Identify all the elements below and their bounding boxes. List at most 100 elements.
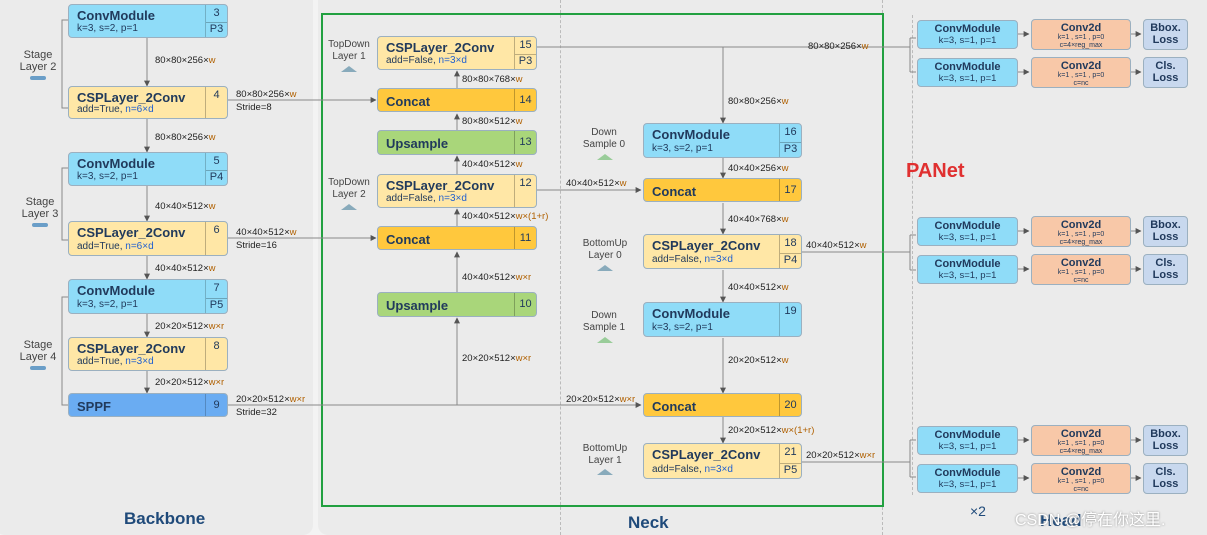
cls-loss: Cls. Loss (1143, 254, 1188, 285)
box-title: CSPLayer_2Conv (77, 90, 186, 105)
shape-text: 20×20×512× (728, 425, 782, 436)
shape-label: 80×80×256×w (728, 96, 789, 107)
box-index: 10 (514, 293, 536, 316)
head-title: ConvModule (934, 429, 1001, 441)
head-sub: k=3, s=1, p=1 (938, 73, 997, 84)
head-sub: k=1 , s=1 , p=0 (1057, 72, 1105, 79)
shape-label: 40×40×256×w (728, 163, 789, 174)
sub-text: add=True, (77, 356, 126, 367)
box-index: 4 (205, 87, 227, 118)
head-sub: c=nc (1073, 486, 1089, 493)
stage-layer-3: Stage Layer 3 (16, 196, 64, 227)
shape-w: w (208, 132, 216, 143)
shape-text: 40×40×512× (462, 159, 516, 170)
loss-label: Bbox. Loss (1150, 428, 1181, 452)
shape-w: w (781, 163, 789, 174)
shape-w: w×r (208, 377, 225, 388)
box-sub: add=False, n=3×d (652, 254, 733, 265)
shape-text: 20×20×512× (236, 394, 290, 405)
box-title: Concat (652, 399, 697, 414)
sub-hl: n=3×d (704, 254, 733, 265)
index-p: P4 (780, 253, 801, 266)
bottomup-layer-0: BottomUp Layer 0 (576, 238, 634, 262)
sub-hl: n=3×d (125, 356, 154, 367)
shape-w: w (289, 89, 297, 100)
neck-concat-14: Concat 14 (377, 88, 537, 112)
shape-text: 20×20×512× (462, 353, 516, 364)
sub-text: add=False, (386, 55, 439, 66)
backbone-csp-8: CSPLayer_2Conv add=True, n=3×d 8 (68, 337, 228, 371)
index-num: 5 (213, 155, 220, 167)
downsample-1: Down Sample 1 (578, 310, 630, 334)
neck-concat-11: Concat 11 (377, 226, 537, 250)
stage-pill (32, 223, 48, 227)
shape-text: 40×40×512× (155, 263, 209, 274)
shape-w: w×r (208, 321, 225, 332)
box-index: 13 (514, 131, 536, 154)
shape-w: w×(1+r) (515, 211, 549, 222)
shape-text: 80×80×512× (462, 116, 516, 127)
shape-w: w (208, 263, 216, 274)
stage-label: Stage Layer 4 (19, 339, 57, 363)
shape-w: w (289, 227, 297, 238)
index-num: 11 (519, 232, 532, 244)
box-sub: k=3, s=2, p=1 (652, 143, 713, 154)
index-num: 18 (784, 237, 797, 249)
sub-hl: n=3×d (704, 464, 733, 475)
shape-text: 40×40×512× (806, 240, 860, 251)
box-title: CSPLayer_2Conv (652, 238, 761, 253)
shape-label: 20×20×512×w×r (155, 321, 224, 332)
index-num: 6 (213, 224, 220, 236)
box-title: ConvModule (77, 283, 155, 298)
index-p: P5 (206, 298, 227, 311)
shape-w: w×(1+r) (781, 425, 815, 436)
box-title: CSPLayer_2Conv (77, 225, 186, 240)
head-sub: k=3, s=1, p=1 (938, 479, 997, 490)
layer-marker (341, 204, 357, 210)
shape-label: 20×20×512×w (728, 355, 789, 366)
index-num: 19 (784, 305, 797, 317)
shape-w: w×r (619, 394, 636, 405)
shape-label: 80×80×512×w (462, 116, 523, 127)
layer-marker (341, 66, 357, 72)
head-title: ConvModule (934, 467, 1001, 479)
index-num: 14 (519, 94, 532, 106)
layer-marker (597, 337, 613, 343)
loss-label: Bbox. Loss (1150, 22, 1181, 46)
box-title: CSPLayer_2Conv (386, 40, 495, 55)
head-sub: k=1 , s=1 , p=0 (1057, 269, 1105, 276)
index-num: 4 (213, 89, 220, 101)
head-title: Conv2d (1060, 22, 1102, 34)
index-p: P3 (515, 54, 536, 67)
box-sub: k=3, s=2, p=1 (77, 23, 138, 34)
index-num: 13 (519, 136, 532, 148)
topdown-layer-1: TopDown Layer 1 (323, 39, 375, 63)
index-num: 15 (519, 39, 532, 51)
shape-w: w×r (515, 272, 532, 283)
panet-title: PANet (906, 160, 965, 182)
head-sub: k=1 , s=1 , p=0 (1057, 34, 1105, 41)
shape-label: 20×20×512×w×(1+r) (728, 425, 814, 436)
neck-upsample-10: Upsample 10 (377, 292, 537, 317)
neck-concat-17: Concat 17 (643, 178, 802, 202)
box-title: SPPF (77, 399, 111, 414)
side-label: BottomUp Layer 0 (582, 238, 628, 261)
shape-text: 20×20×512× (806, 450, 860, 461)
index-num: 3 (213, 7, 220, 19)
bottomup-layer-1: BottomUp Layer 1 (576, 443, 634, 467)
shape-w: w (515, 74, 523, 85)
head-title: Conv2d (1060, 257, 1102, 269)
index-p: P3 (780, 142, 801, 155)
divider (560, 0, 561, 535)
shape-label: 40×40×512×w (155, 201, 216, 212)
